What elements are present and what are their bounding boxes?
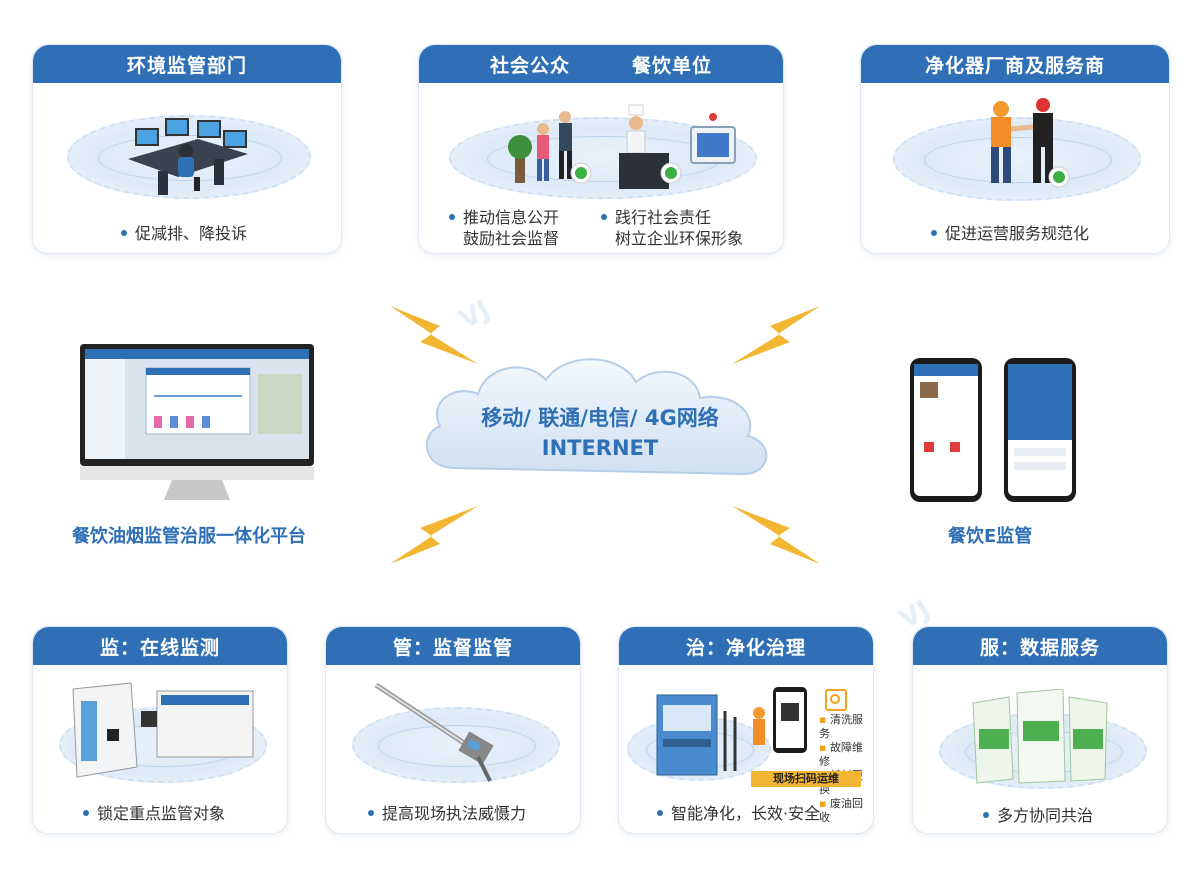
bullet-item: 践行社会责任 树立企业环保形象 <box>601 207 743 249</box>
card-title: 社会公众 餐饮单位 <box>419 45 783 83</box>
bullet-item: 智能净化，长效·安全 <box>657 803 820 824</box>
service-list: ▪ 清洗服务 ▪ 故障维修 ▪ 耗材更换 ▪ 废油回收 <box>819 713 873 825</box>
bullet-text: 锁定重点监管对象 <box>97 804 226 823</box>
purifier-cabinet-illustration <box>656 694 737 776</box>
card-online-monitoring: 监：在线监测 锁定重点监管对象 <box>32 626 288 834</box>
card-title: 治：净化治理 <box>619 627 873 665</box>
phone-scan-illustration <box>753 687 807 753</box>
card-public-and-restaurant: 社会公众 餐饮单位 推动信息公开 鼓励社会监督 践行社会责任 树立企业环保形象 <box>418 44 784 254</box>
search-icon <box>825 689 847 711</box>
service-item-cleaning: ▪ 清洗服务 <box>819 713 863 740</box>
card-title: 管：监督监管 <box>326 627 580 665</box>
public-and-chef-illustration <box>508 104 736 189</box>
bullet-text: 多方协同共治 <box>997 806 1094 825</box>
card-title-restaurant: 餐饮单位 <box>631 54 712 77</box>
card-environment-dept: 环境监管部门 促减排、降投诉 <box>32 44 342 254</box>
bullet-dot <box>983 812 989 818</box>
card-title: 监：在线监测 <box>33 627 287 665</box>
bullet-item: 多方协同共治 <box>983 805 1093 826</box>
service-banner: 现场扫码运维 <box>751 771 861 787</box>
desktop-monitor-platform <box>80 344 314 500</box>
bullet-text: 智能净化，长效·安全 <box>671 804 821 823</box>
bullet-item: 推动信息公开 鼓励社会监督 <box>449 207 559 249</box>
bullet-item: 锁定重点监管对象 <box>83 803 225 824</box>
card-title: 净化器厂商及服务商 <box>861 45 1169 83</box>
bullet-dot <box>657 810 663 816</box>
monitoring-device-illustration <box>72 682 254 778</box>
cloud-icon <box>425 358 768 476</box>
probe-device-illustration <box>374 682 494 782</box>
card-title-public: 社会公众 <box>489 54 570 77</box>
cloud-network-text: 移动/ 联通/电信/ 4G网络 <box>481 406 719 430</box>
card-supervision: 管：监督监管 提高现场执法威慑力 <box>325 626 581 834</box>
card-purification: 治：净化治理 ▪ 清洗服务 ▪ 故障维修 ▪ 耗材更换 ▪ 废油回收 现场扫码运… <box>618 626 874 834</box>
card-title: 环境监管部门 <box>33 45 341 83</box>
mobile-app-phones <box>910 358 1076 502</box>
bullet-text: 推动信息公开 <box>463 208 560 227</box>
service-item-waste-oil: ▪ 废油回收 <box>819 797 863 824</box>
bullet-text: 促减排、降投诉 <box>135 224 248 243</box>
bullet-text: 促进运营服务规范化 <box>945 224 1090 243</box>
bullet-text: 践行社会责任 <box>615 208 712 227</box>
cloud-internet-text: INTERNET <box>541 436 659 460</box>
bullet-text: 提高现场执法威慑力 <box>382 804 527 823</box>
bullet-item: 促减排、降投诉 <box>121 223 247 244</box>
lightning-icon <box>390 506 478 564</box>
lightning-icon <box>390 306 478 364</box>
service-item-repair: ▪ 故障维修 <box>819 741 863 768</box>
bullet-text: 鼓励社会监督 <box>463 229 560 248</box>
app-label: 餐饮E监管 <box>948 526 1033 547</box>
worker-handshake-illustration <box>991 98 1070 188</box>
bullet-dot <box>449 214 455 220</box>
platform-ellipse <box>352 707 560 783</box>
bullet-dot <box>931 230 937 236</box>
bullet-item: 提高现场执法威慑力 <box>368 803 526 824</box>
card-title: 服：数据服务 <box>913 627 1167 665</box>
bullet-text: 树立企业环保形象 <box>615 229 744 248</box>
bullet-dot <box>601 214 607 220</box>
bullet-dot <box>368 810 374 816</box>
lightning-icon <box>732 506 820 564</box>
card-data-service: 服：数据服务 多方协同共治 <box>912 626 1168 834</box>
platform-ellipse <box>893 117 1141 201</box>
lightning-icon <box>732 306 820 364</box>
card-purifier-vendor: 净化器厂商及服务商 促进运营服务规范化 <box>860 44 1170 254</box>
data-boxes-illustration <box>972 689 1108 784</box>
bullet-dot <box>121 230 127 236</box>
bullet-item: 促进运营服务规范化 <box>931 223 1089 244</box>
platform-label: 餐饮油烟监管治服一体化平台 <box>72 526 306 547</box>
monitoring-desk-illustration <box>128 118 248 195</box>
bullet-dot <box>83 810 89 816</box>
